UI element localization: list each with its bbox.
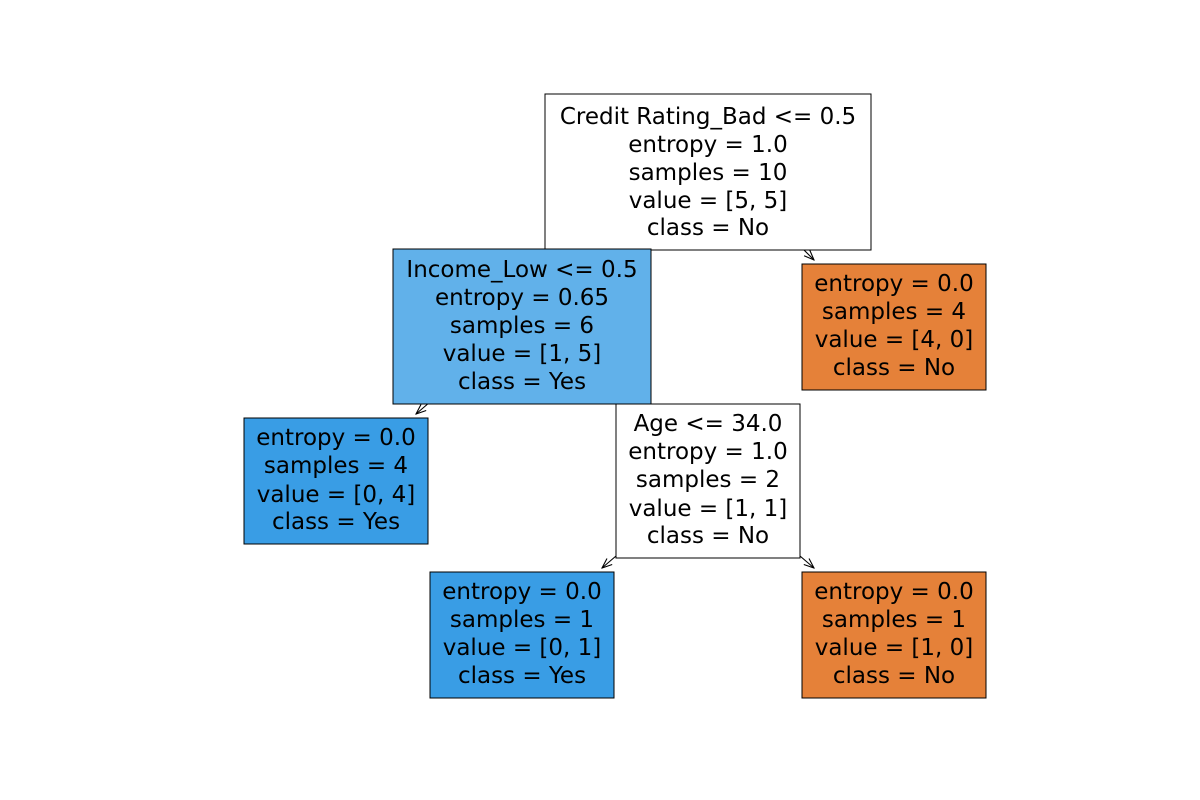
node-line: entropy = 0.0	[442, 579, 601, 605]
node-line: class = No	[833, 663, 955, 689]
node-line: class = No	[647, 523, 769, 549]
node-box	[544, 93, 872, 251]
node-line: value = [1, 0]	[815, 635, 974, 661]
node-line: samples = 1	[822, 607, 966, 633]
node-line: value = [4, 0]	[815, 327, 974, 353]
node-box	[429, 571, 615, 699]
node-line: class = Yes	[458, 369, 586, 395]
node-line: entropy = 0.0	[814, 579, 973, 605]
node-line: samples = 1	[450, 607, 594, 633]
node-line: value = [1, 1]	[629, 496, 788, 522]
node-line: samples = 4	[264, 453, 408, 479]
edge-age-to-left-leaf	[602, 555, 617, 568]
node-line: entropy = 0.0	[814, 271, 973, 297]
node-line: class = No	[833, 355, 955, 381]
tree-node-age: Age <= 34.0 entropy = 1.0 samples = 2 va…	[615, 403, 801, 559]
node-line: class = Yes	[272, 509, 400, 535]
node-line: class = Yes	[458, 663, 586, 689]
node-line: samples = 4	[822, 299, 966, 325]
node-line: entropy = 1.0	[628, 439, 787, 465]
node-line: value = [5, 5]	[629, 188, 788, 214]
edge-age-to-right-leaf	[799, 555, 814, 568]
node-line: Income_Low <= 0.5	[406, 257, 637, 283]
node-line: value = [0, 4]	[257, 482, 416, 508]
tree-node-leaf-no-4: entropy = 0.0 samples = 4 value = [4, 0]…	[801, 263, 987, 391]
node-box	[801, 571, 987, 699]
tree-node-income-low: Income_Low <= 0.5 entropy = 0.65 samples…	[392, 248, 652, 405]
tree-node-root: Credit Rating_Bad <= 0.5 entropy = 1.0 s…	[544, 93, 872, 251]
node-line: class = No	[647, 215, 769, 241]
node-line: samples = 6	[450, 313, 594, 339]
node-line: value = [0, 1]	[443, 635, 602, 661]
node-box	[615, 403, 801, 559]
tree-node-leaf-yes-4: entropy = 0.0 samples = 4 value = [0, 4]…	[243, 417, 429, 545]
node-line: value = [1, 5]	[443, 341, 602, 367]
node-line: Age <= 34.0	[634, 411, 783, 437]
node-line: entropy = 0.0	[256, 425, 415, 451]
node-line: Credit Rating_Bad <= 0.5	[560, 104, 856, 130]
tree-node-leaf-yes-1: entropy = 0.0 samples = 1 value = [0, 1]…	[429, 571, 615, 699]
node-line: samples = 10	[629, 160, 788, 186]
node-box	[243, 417, 429, 545]
node-line: entropy = 1.0	[628, 132, 787, 158]
tree-node-leaf-no-1: entropy = 0.0 samples = 1 value = [1, 0]…	[801, 571, 987, 699]
node-line: entropy = 0.65	[435, 285, 609, 311]
node-box	[801, 263, 987, 391]
node-line: samples = 2	[636, 467, 780, 493]
node-box	[392, 248, 652, 405]
